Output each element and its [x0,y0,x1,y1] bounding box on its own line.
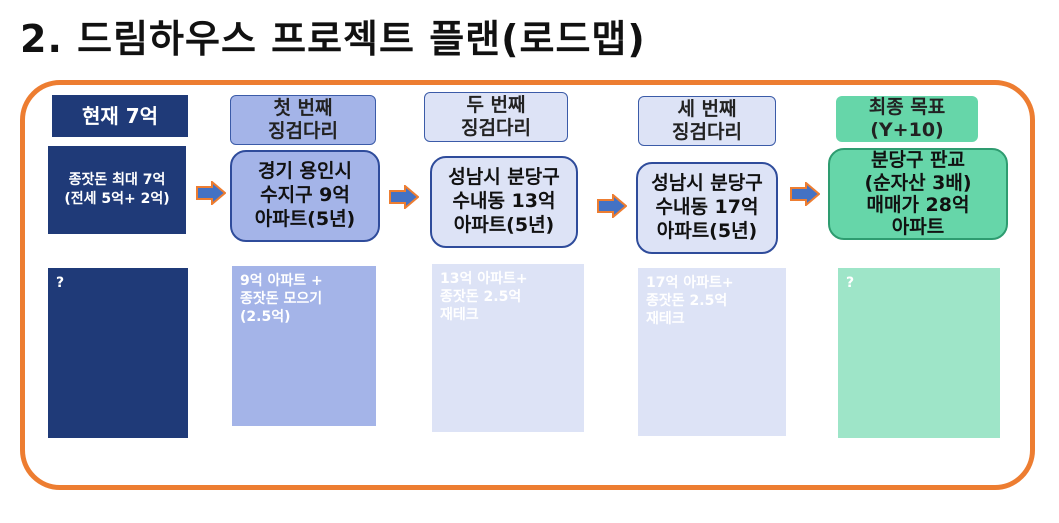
arrow-right-icon [389,185,419,209]
roadmap-frame [20,80,1035,490]
goal-detail-panel: ? [838,268,1000,438]
current-detail-text: ? [56,275,65,291]
current-seed-money-text: 종잣돈 최대 7억 (전세 5억+ 2억) [64,172,170,207]
step3-detail-text: 17억 아파트+ 종잣돈 2.5억 재테크 [646,275,734,328]
goal-header-label: 최종 목표 (Y+10) [868,96,946,141]
current-header-label: 현재 7억 [81,104,159,128]
step1-detail-text: 9억 아파트 + 종잣돈 모으기 (2.5억) [240,273,323,326]
step1-target-text: 경기 용인시 수지구 9억 아파트(5년) [254,160,356,230]
arrow-right-icon [790,182,820,206]
current-header: 현재 7억 [52,95,188,137]
step2-header: 두 번째 징검다리 [424,92,568,142]
step3-detail-panel: 17억 아파트+ 종잣돈 2.5억 재테크 [638,268,786,436]
goal-header: 최종 목표 (Y+10) [836,96,978,142]
step2-target: 성남시 분당구 수내동 13억 아파트(5년) [430,156,578,248]
step2-detail-text: 13억 아파트+ 종잣돈 2.5억 재테크 [440,271,528,324]
arrow-right-icon [597,194,627,218]
current-detail-panel: ? [48,268,188,438]
step1-target: 경기 용인시 수지구 9억 아파트(5년) [230,150,380,242]
goal-detail-text: ? [846,275,855,291]
page-title: 2. 드림하우스 프로젝트 플랜(로드맵) [20,17,646,61]
step1-detail-panel: 9억 아파트 + 종잣돈 모으기 (2.5억) [232,266,376,426]
current-seed-money: 종잣돈 최대 7억 (전세 5억+ 2억) [48,146,186,234]
goal-target-text: 분당구 판교 (순자산 3배) 매매가 28억 아파트 [864,149,972,239]
step2-target-text: 성남시 분당구 수내동 13억 아파트(5년) [448,166,560,236]
step3-header: 세 번째 징검다리 [638,96,776,146]
step3-target: 성남시 분당구 수내동 17억 아파트(5년) [636,162,778,254]
step1-header: 첫 번째 징검다리 [230,95,376,145]
step3-target-text: 성남시 분당구 수내동 17억 아파트(5년) [651,172,763,242]
step3-header-label: 세 번째 징검다리 [672,98,742,143]
goal-target: 분당구 판교 (순자산 3배) 매매가 28억 아파트 [828,148,1008,240]
arrow-right-icon [196,181,226,205]
step1-header-label: 첫 번째 징검다리 [268,97,338,142]
step2-detail-panel: 13억 아파트+ 종잣돈 2.5억 재테크 [432,264,584,432]
step2-header-label: 두 번째 징검다리 [461,94,531,139]
